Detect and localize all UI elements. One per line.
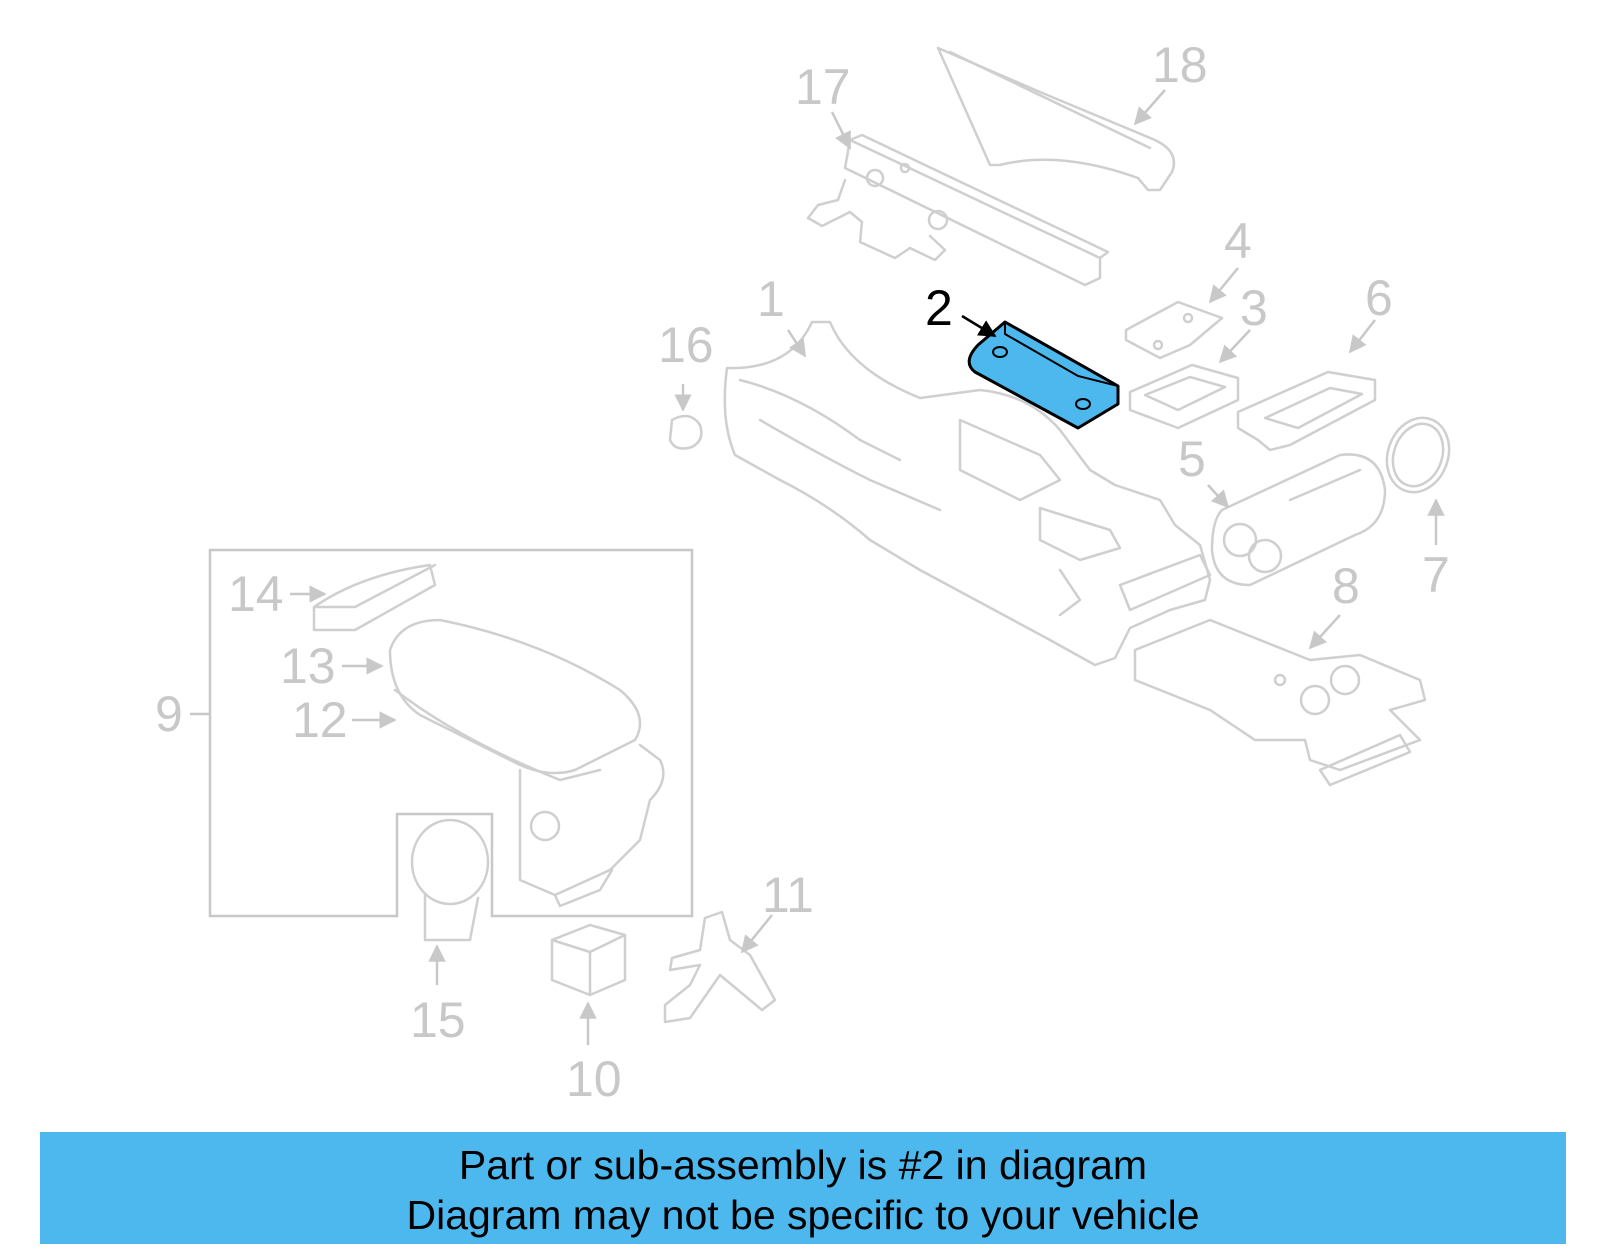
- part-3-tray: [1128, 363, 1240, 430]
- callout-10: 10: [566, 1051, 622, 1107]
- callout-15: 15: [410, 992, 466, 1048]
- part-4-lid: [1124, 300, 1224, 360]
- callout-2: 2: [925, 280, 953, 336]
- part-6-drawer: [1236, 370, 1377, 452]
- callout-1: 1: [757, 271, 785, 327]
- part-11-stand-bracket: [663, 910, 777, 1024]
- part-1-center-console: [723, 320, 1212, 667]
- part-8-lower-bracket: [1133, 618, 1427, 787]
- callout-4: 4: [1224, 213, 1252, 269]
- part-14-pocket: [312, 563, 437, 632]
- part-7-ring: [1385, 416, 1451, 494]
- part-18-trim-panel: [936, 46, 1176, 192]
- part-15-knob: [410, 818, 490, 942]
- callout-9: 9: [155, 686, 183, 742]
- part-12-13-armrest: [388, 618, 665, 908]
- info-banner: Part or sub-assembly is #2 in diagram Di…: [40, 1132, 1566, 1244]
- part-17-bracket-rail: [806, 133, 1110, 287]
- part-5-cup-holder: [1210, 453, 1387, 587]
- leader-lines: [190, 89, 1445, 1045]
- callout-13: 13: [280, 638, 336, 694]
- callout-8: 8: [1332, 558, 1360, 614]
- part-2-hole-right: [1075, 398, 1091, 410]
- banner-line-2: Diagram may not be specific to your vehi…: [406, 1192, 1200, 1238]
- callout-16: 16: [658, 317, 714, 373]
- banner-line-1: Part or sub-assembly is #2 in diagram: [458, 1142, 1148, 1188]
- part-2-highlighted-plate: [967, 320, 1120, 430]
- callout-17: 17: [795, 59, 851, 115]
- callout-6: 6: [1365, 270, 1393, 326]
- part-10-block: [550, 923, 627, 997]
- callout-labels: 1 2 3 4 5 6 7 8 9 10 11 12 13 14 15 16 1…: [155, 37, 1450, 1107]
- part-2-shape: [967, 320, 1120, 430]
- callout-18: 18: [1152, 37, 1208, 93]
- part-2-hole-left: [992, 346, 1008, 358]
- callout-5: 5: [1178, 431, 1206, 487]
- callout-12: 12: [292, 692, 348, 748]
- part-16-clip: [668, 414, 703, 450]
- callout-7: 7: [1422, 547, 1450, 603]
- callout-11: 11: [762, 867, 814, 923]
- callout-3: 3: [1240, 280, 1268, 336]
- callout-14: 14: [228, 566, 284, 622]
- armrest-subassembly-box: [208, 548, 694, 918]
